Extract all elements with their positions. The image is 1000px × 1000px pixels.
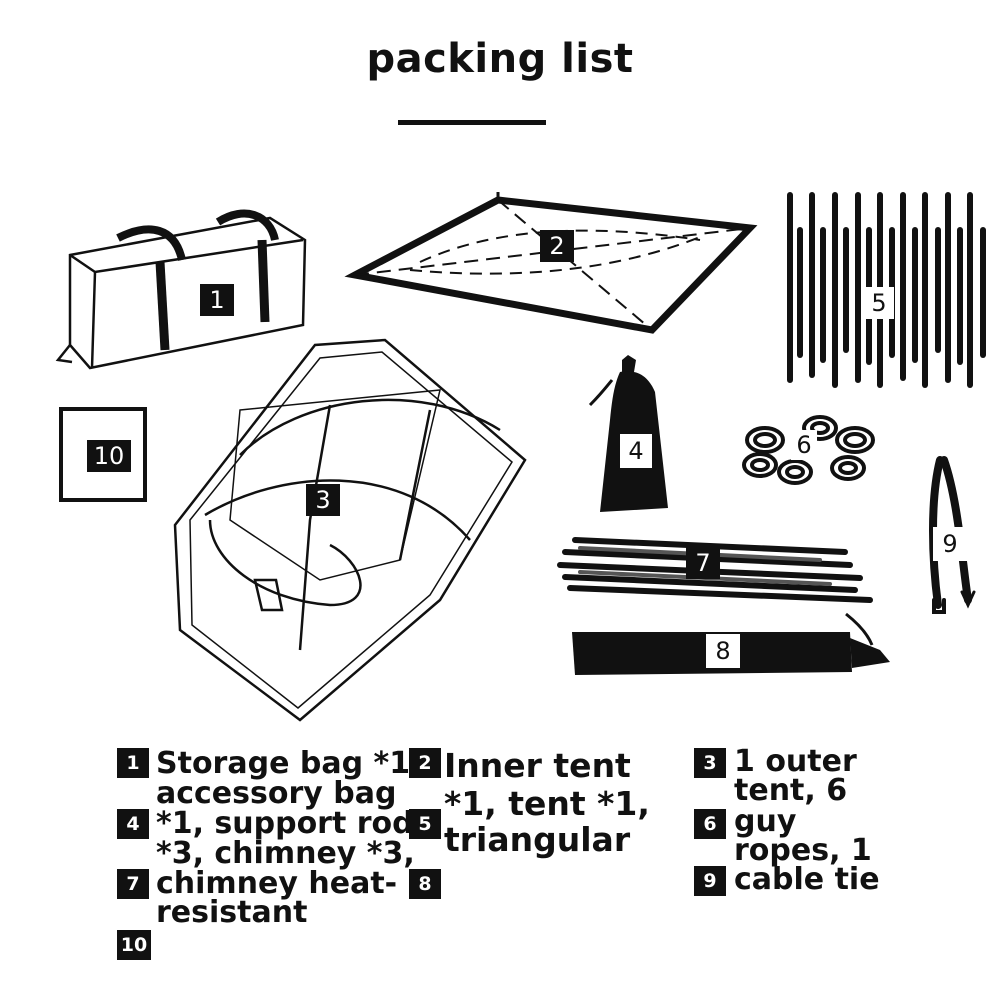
legend-col3-line-3: guy (734, 804, 797, 839)
legend-badge-8: 8 (409, 869, 441, 899)
legend-col1-line-6: resistant (156, 895, 308, 930)
legend-badge-7: 7 (117, 869, 149, 899)
legend-col3-line-1: 1 outer (734, 744, 857, 779)
inner-tent-icon (344, 192, 758, 334)
legend-badge-3: 3 (694, 748, 726, 778)
legend-badge-1: 1 (117, 748, 149, 778)
item-4-number: 4 (620, 434, 652, 468)
item-5-number: 5 (864, 287, 894, 319)
legend-col1-line-4: *3, chimney *3, (156, 836, 415, 871)
title-underline (398, 120, 546, 125)
legend-col1-line-2: accessory bag (156, 776, 397, 811)
legend-badge-5: 5 (409, 809, 441, 839)
item-10-frame (59, 407, 147, 502)
item-1-number: 1 (200, 284, 234, 316)
guy-ropes-icon (742, 415, 875, 485)
outer-tent-icon (173, 338, 527, 722)
legend-badge-2: 2 (409, 748, 441, 778)
legend-col1-line-1: Storage bag *1, (156, 746, 422, 781)
item-9-number: 9 (933, 527, 967, 561)
legend-badge-10: 10 (117, 930, 151, 960)
item-6-number: 6 (791, 430, 817, 460)
legend-badge-4: 4 (117, 809, 149, 839)
legend-col3-line-5: cable tie (734, 862, 880, 897)
item-7-number: 7 (686, 547, 720, 579)
legend-col1-line-3: *1, support rod (156, 806, 414, 841)
page-title: packing list (366, 36, 634, 82)
item-2-number: 2 (540, 230, 574, 262)
legend-col3-line-4: ropes, 1 (734, 833, 872, 868)
item-3-number: 3 (306, 484, 340, 516)
storage-bag-icon (55, 209, 307, 370)
legend-badge-6: 6 (694, 809, 726, 839)
legend-col3-line-2: tent, 6 (734, 773, 848, 808)
tent-pegs-icon (787, 192, 986, 388)
item-10-number: 10 (87, 440, 131, 472)
legend-badge-9: 9 (694, 866, 726, 896)
legend-col1-line-5: chimney heat- (156, 866, 398, 901)
item-8-number: 8 (706, 634, 740, 668)
legend-col2-line-1: Inner tent (444, 746, 631, 785)
legend-col2-line-2: *1, tent *1, (444, 784, 650, 823)
legend-col2-line-3: triangular (444, 820, 631, 859)
